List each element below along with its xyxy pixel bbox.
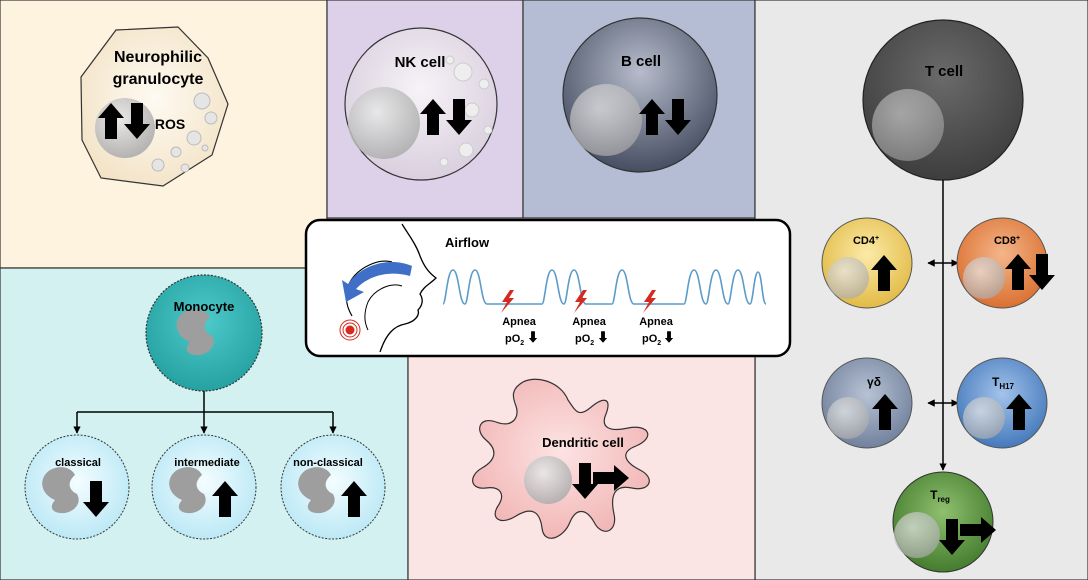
monocyte-subset-intermediate: intermediate xyxy=(151,434,257,540)
apnea-label: Apnea xyxy=(572,316,607,328)
airflow-inset: Airflow Apnea pO2 Apnea pO2 Apnea pO2 xyxy=(304,218,792,358)
ros-label: ROS xyxy=(155,116,185,132)
monocyte-title: Monocyte xyxy=(174,299,235,314)
head-profile-outline xyxy=(379,223,437,353)
th17-cell: TH17 xyxy=(956,357,1048,449)
b-title: B cell xyxy=(621,53,661,70)
airflow-waveform xyxy=(442,269,767,305)
po2-label: pO2 xyxy=(642,333,661,347)
treg-cell: Treg xyxy=(892,471,996,573)
apnea-lightning-icon xyxy=(501,290,514,313)
cd8-cell: CD8+ xyxy=(956,217,1055,309)
t-title: T cell xyxy=(925,63,963,80)
non-classical-label: non-classical xyxy=(293,457,363,469)
neutrophil-title-line2: granulocyte xyxy=(113,71,204,88)
monocyte-cell: Monocyte xyxy=(145,274,263,392)
po2-label: pO2 xyxy=(575,333,594,347)
apnea-label: Apnea xyxy=(502,316,537,328)
airway-inner xyxy=(364,284,403,331)
neutrophil-cell: Neurophilic granulocyte ROS xyxy=(80,26,229,187)
obstruction-outer-ring xyxy=(339,319,361,341)
cd4-cell: CD4+ xyxy=(821,217,913,309)
t-cell: T cell xyxy=(862,19,1024,181)
airflow-arrow-icon xyxy=(342,262,412,302)
treg-label: Treg xyxy=(930,488,950,504)
obstruction-mid-ring xyxy=(342,322,358,338)
intermediate-label: intermediate xyxy=(174,457,239,469)
apnea-lightning-icon xyxy=(643,290,656,313)
nk-title: NK cell xyxy=(395,54,446,71)
cd4-label: CD4+ xyxy=(853,235,879,247)
nk-cell: NK cell xyxy=(344,27,498,181)
monocyte-subset-classical: classical xyxy=(24,434,130,540)
cd8-label: CD8+ xyxy=(994,235,1020,247)
apnea-label: Apnea xyxy=(639,316,674,328)
th17-label: TH17 xyxy=(992,375,1015,391)
b-cell: B cell xyxy=(562,17,718,173)
monocyte-subset-non-classical: non-classical xyxy=(280,434,386,540)
gd-label: γδ xyxy=(867,375,881,389)
neutrophil-title-line1: Neurophilic xyxy=(114,49,202,66)
dendritic-title: Dendritic cell xyxy=(542,435,624,450)
apnea-lightning-icon xyxy=(574,290,587,313)
gd-cell: γδ xyxy=(821,357,913,449)
classical-label: classical xyxy=(55,457,101,469)
monocyte-tree xyxy=(73,391,337,434)
po2-label: pO2 xyxy=(505,333,524,347)
airflow-title: Airflow xyxy=(445,235,490,250)
obstruction-dot xyxy=(345,325,355,335)
dendritic-cell: Dendritic cell xyxy=(472,378,650,539)
